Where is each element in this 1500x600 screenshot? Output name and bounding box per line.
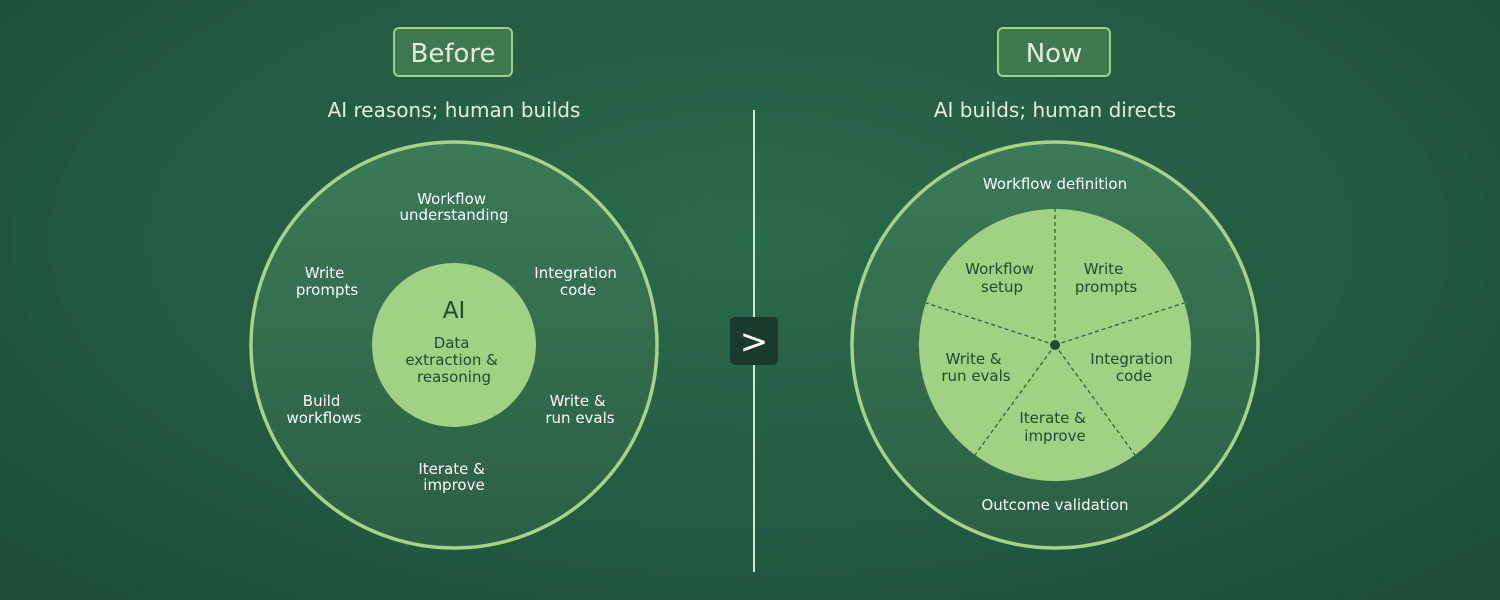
before-badge bbox=[393, 27, 513, 77]
center-divider: > bbox=[730, 110, 778, 572]
pie-divider bbox=[1054, 344, 1136, 456]
pie-divider bbox=[1054, 302, 1185, 346]
segment-write-run-evals: Write & run evals bbox=[941, 350, 1010, 385]
ring-item-workflow-understanding: Workflow understanding bbox=[399, 190, 508, 224]
before-panel: Before AI reasons; human builds AI Data … bbox=[249, 27, 659, 550]
now-badge bbox=[997, 27, 1111, 77]
segment-iterate-improve: Iterate & improve bbox=[1019, 409, 1090, 445]
pie-dividers bbox=[925, 209, 1185, 456]
arrow-glyph: > bbox=[740, 322, 769, 362]
segment-write-prompts: Write prompts bbox=[1075, 260, 1138, 296]
ring-item-write-prompts: Write prompts bbox=[296, 264, 359, 299]
now-label: Now bbox=[1026, 39, 1083, 69]
outer-label-outcome-validation: Outcome validation bbox=[981, 496, 1128, 514]
pie-divider bbox=[974, 344, 1056, 456]
before-subtitle: AI reasons; human builds bbox=[328, 98, 581, 122]
pie-center-dot bbox=[1050, 340, 1060, 350]
before-ai-description: Data extraction & reasoning bbox=[405, 334, 502, 386]
ring-item-write-run-evals: Write & run evals bbox=[545, 392, 614, 427]
ring-item-iterate-improve: Iterate & improve bbox=[418, 460, 489, 494]
ring-item-build-workflows: Build workflows bbox=[286, 392, 361, 427]
pie-divider bbox=[925, 302, 1056, 346]
now-subtitle: AI builds; human directs bbox=[934, 98, 1176, 122]
now-panel: Now AI builds; human directs Workflow de… bbox=[850, 27, 1260, 550]
segment-workflow-setup: Workflow setup bbox=[965, 260, 1039, 296]
ring-item-integration-code: Integration code bbox=[534, 264, 621, 299]
segment-integration-code: Integration code bbox=[1090, 350, 1177, 385]
before-label: Before bbox=[410, 39, 495, 69]
before-ai-title: AI bbox=[443, 298, 466, 324]
outer-label-workflow-definition: Workflow definition bbox=[983, 175, 1127, 193]
before-ai-core bbox=[372, 263, 536, 427]
arrow-box bbox=[730, 317, 778, 365]
